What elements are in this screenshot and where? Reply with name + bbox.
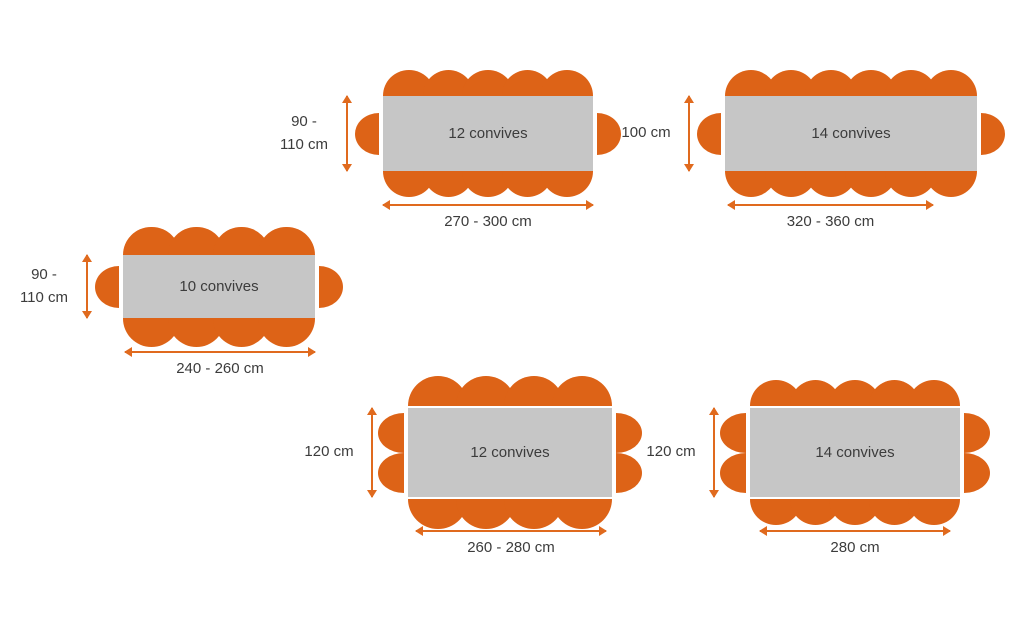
table-surface: 12 convives	[408, 408, 612, 497]
table-capacity-label: 12 convives	[470, 444, 550, 461]
end-chairs-right	[964, 412, 990, 493]
chair-row-top	[123, 226, 315, 255]
chair-row-bottom	[408, 499, 612, 529]
chair-icon	[720, 452, 746, 493]
width-dimension-label: 240 - 260 cm	[176, 360, 264, 377]
end-chairs-left	[697, 112, 721, 155]
height-dimension-arrow	[371, 408, 373, 497]
chair-row-bottom	[123, 318, 315, 347]
chair-row-top	[383, 70, 593, 96]
width-dimension-arrow	[125, 351, 315, 353]
chair-row-bottom	[750, 499, 960, 525]
end-chairs-left	[378, 412, 404, 493]
width-dimension-label: 260 - 280 cm	[467, 539, 555, 556]
table-surface: 10 convives	[123, 255, 315, 318]
chair-icon	[720, 412, 746, 453]
height-dimension-arrow	[86, 255, 88, 318]
height-dimension-arrow	[346, 96, 348, 171]
height-dimension-label: 90 - 110 cm	[279, 113, 329, 153]
height-dimension-label: 120 cm	[304, 443, 354, 461]
table-capacity-label: 14 convives	[815, 444, 895, 461]
end-chairs-left	[720, 412, 746, 493]
width-dimension-label: 320 - 360 cm	[786, 213, 875, 230]
height-dimension-label: 90 - 110 cm	[19, 266, 69, 306]
width-dimension-arrow	[383, 204, 593, 206]
chair-row-bottom	[383, 171, 593, 197]
chair-row-top	[725, 70, 977, 96]
table-capacity-label: 12 convives	[448, 125, 528, 142]
end-chairs-left	[95, 265, 119, 308]
end-chairs-right	[597, 112, 621, 155]
table-surface: 12 convives	[383, 96, 593, 171]
end-chairs-right	[981, 112, 1005, 155]
width-dimension-label: 280 cm	[830, 539, 880, 556]
end-chairs-right	[616, 412, 642, 493]
height-dimension-label: 120 cm	[646, 443, 696, 461]
width-dimension-arrow	[728, 204, 933, 206]
height-dimension-arrow	[713, 408, 715, 497]
end-chairs-left	[355, 112, 379, 155]
width-dimension-arrow	[760, 530, 950, 532]
chair-icon	[908, 380, 960, 406]
end-chairs-right	[319, 265, 343, 308]
chair-icon	[908, 499, 960, 525]
chair-icon	[964, 412, 990, 453]
table-capacity-label: 14 convives	[811, 125, 891, 142]
chair-icon	[964, 452, 990, 493]
height-dimension-arrow	[688, 96, 690, 171]
width-dimension-arrow	[416, 530, 606, 532]
width-dimension-label: 270 - 300 cm	[444, 213, 532, 230]
chair-row-top	[408, 376, 612, 406]
table-surface: 14 convives	[750, 408, 960, 497]
table-surface: 14 convives	[725, 96, 977, 171]
height-dimension-label: 100 cm	[621, 124, 671, 142]
chair-row-top	[750, 380, 960, 406]
table-capacity-label: 10 convives	[179, 278, 259, 295]
chair-row-bottom	[725, 171, 977, 197]
